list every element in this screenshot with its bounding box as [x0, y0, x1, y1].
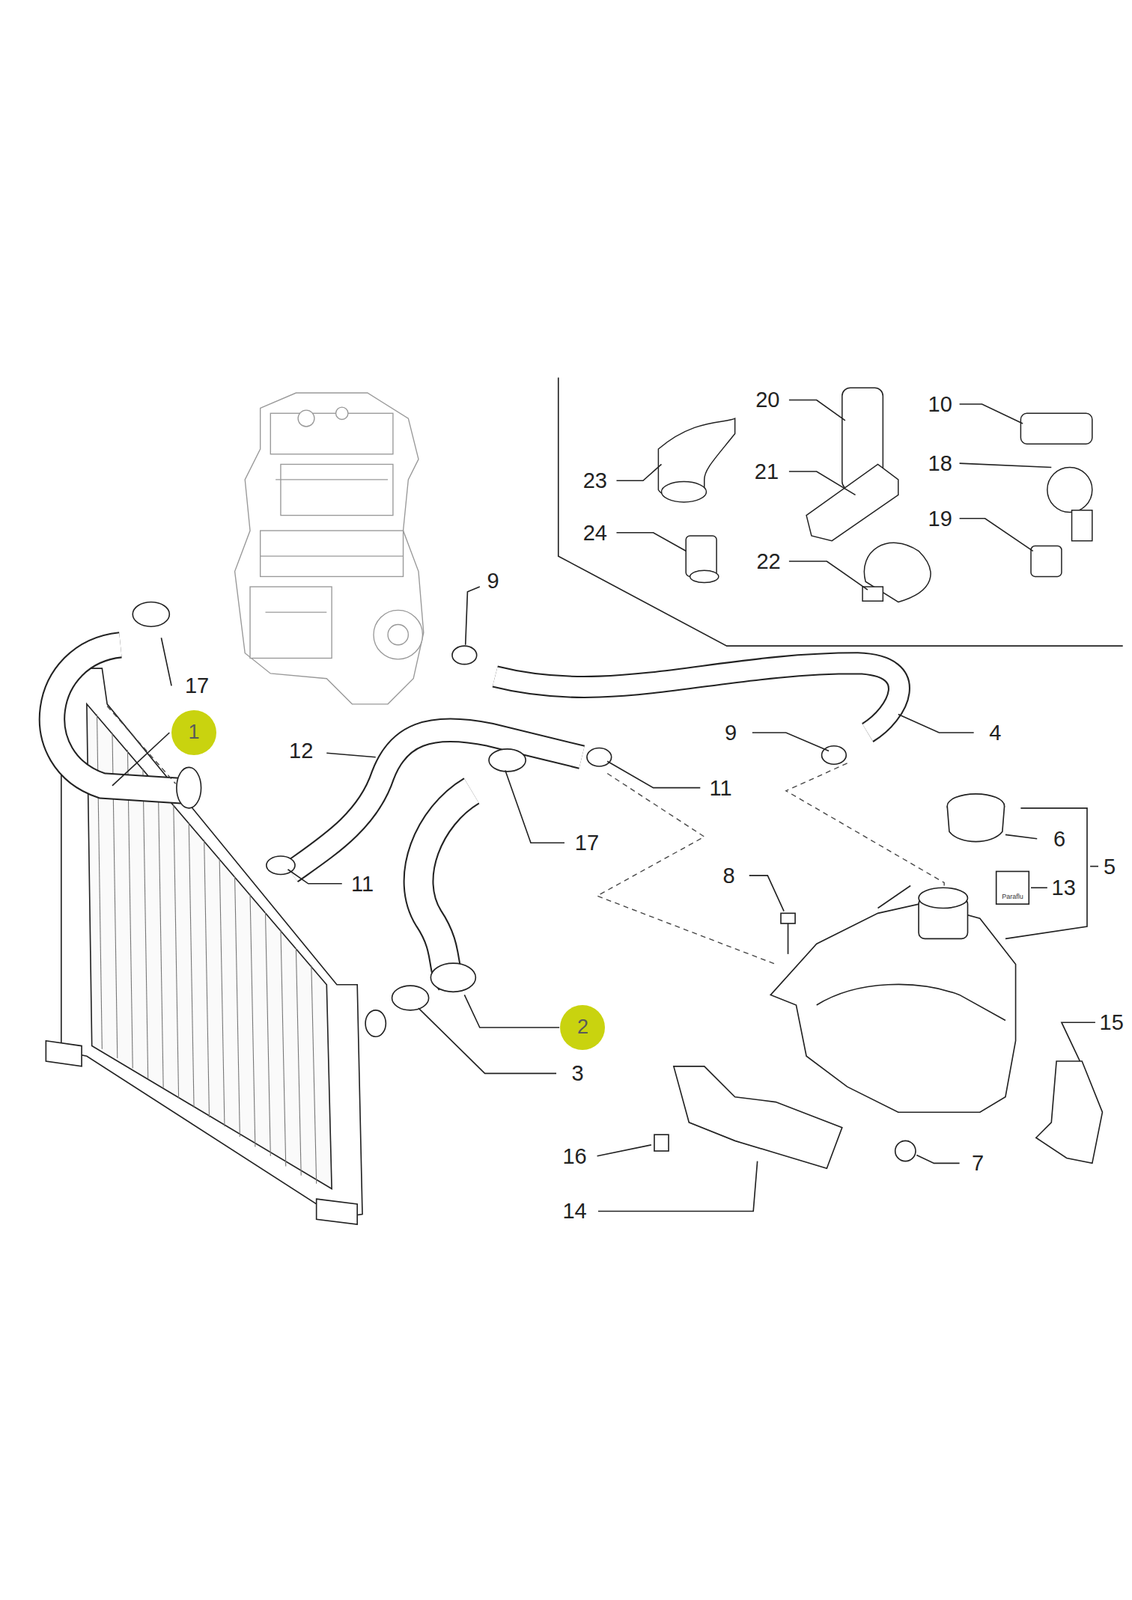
engine-block — [235, 393, 424, 705]
callout-number: 23 — [583, 470, 608, 492]
callout-number: 2 — [577, 1017, 589, 1038]
callout-number: 19 — [928, 507, 953, 530]
callout-number: 11 — [708, 777, 732, 799]
radiator — [45, 668, 386, 1225]
inset-frame — [558, 378, 1124, 647]
expansion-tank — [654, 794, 1103, 1169]
hose-ends-clamps — [132, 602, 847, 1011]
leader-lines — [112, 400, 1099, 1213]
callout-number: 17 — [184, 675, 209, 698]
callout-number: 12 — [288, 740, 313, 763]
callout-number: 1 — [188, 722, 200, 743]
callout-number: 9 — [486, 569, 499, 592]
callout-number: 24 — [583, 521, 608, 544]
callout-circle: 2 — [560, 1005, 605, 1051]
callout-number: 6 — [1053, 828, 1066, 850]
callout-number: 15 — [1099, 1012, 1124, 1034]
callout-number: 16 — [562, 1145, 587, 1168]
callout-number: 17 — [574, 832, 599, 855]
callout-number: 3 — [571, 1063, 584, 1085]
hoses — [51, 645, 899, 983]
callout-number: 18 — [928, 452, 953, 474]
callout-number: 11 — [351, 872, 374, 895]
assembly-lines — [107, 706, 945, 966]
callout-number: 20 — [755, 389, 780, 412]
callout-number: 22 — [756, 550, 781, 572]
callout-number: 21 — [754, 460, 779, 483]
callout-number: 8 — [722, 864, 735, 887]
callout-number: 13 — [1051, 877, 1076, 900]
callout-number: 10 — [928, 393, 953, 415]
callout-number: 14 — [562, 1200, 587, 1223]
callout-number: 9 — [724, 721, 737, 744]
inset-clips — [658, 387, 1092, 602]
callout-number: 5 — [1103, 855, 1116, 878]
label-text: Paraflu — [1001, 893, 1024, 901]
callout-circle: 1 — [171, 710, 217, 756]
callout-number: 4 — [989, 721, 1001, 744]
callout-number: 7 — [971, 1152, 984, 1175]
